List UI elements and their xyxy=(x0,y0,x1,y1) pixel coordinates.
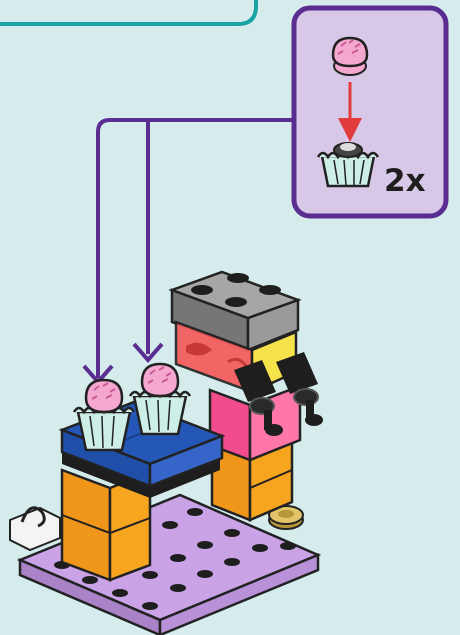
white-clip-piece xyxy=(10,508,60,550)
cupcake-right xyxy=(130,364,190,434)
cupcake-left xyxy=(74,380,134,450)
pink-frosting-icon xyxy=(333,38,367,75)
quantity-label: 2x xyxy=(384,163,426,199)
top-panel-frame xyxy=(0,0,256,24)
